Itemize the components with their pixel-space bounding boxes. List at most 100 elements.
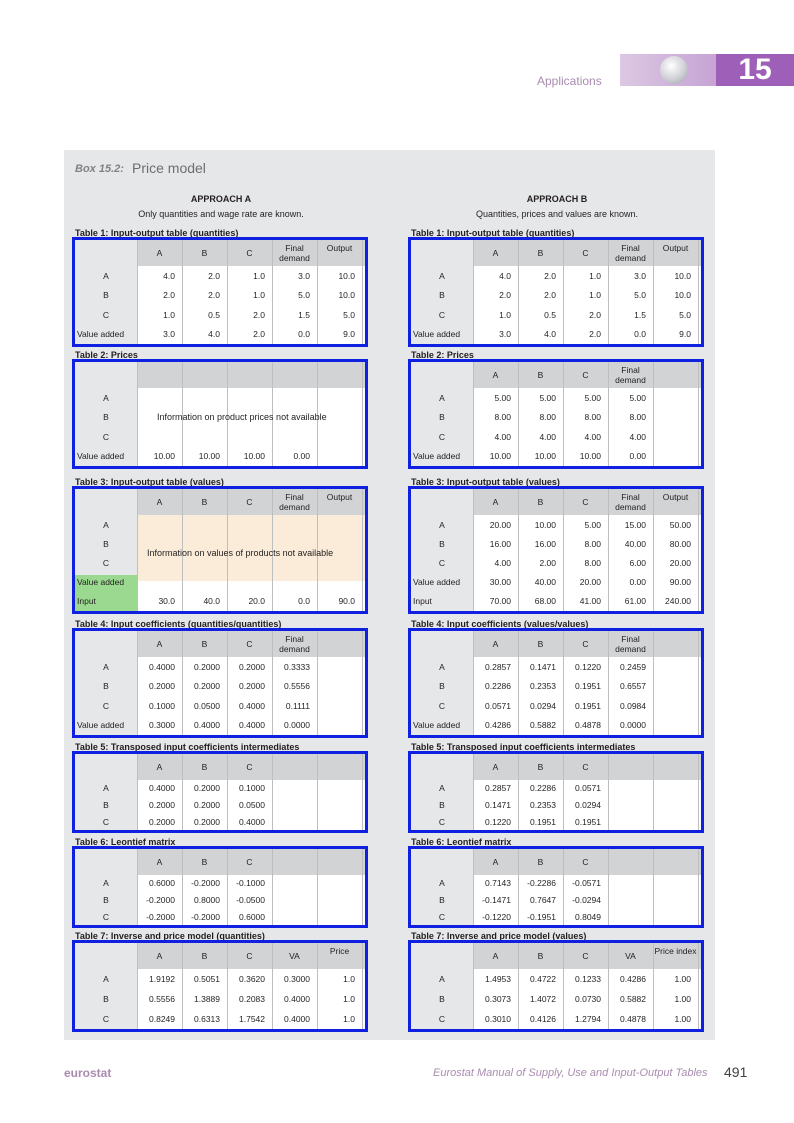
table-cell: 0.0294 [530,700,556,711]
row-label-column [75,362,137,466]
column-divider [698,631,699,735]
column-divider [473,754,474,830]
table-cell: 1.0 [343,994,355,1004]
column-divider [608,631,609,735]
row-label: C [438,558,446,568]
table-cell: 70.00 [489,596,511,607]
table-cell: 1.0 [499,309,511,320]
table-cell: 0.4000 [239,720,265,731]
table-cell: 4.0 [544,329,556,340]
table-cell: 0.5556 [284,681,310,692]
column-header: A [492,248,499,258]
column-divider [473,631,474,735]
table-cell: 0.4722 [530,974,556,984]
row-label-column [411,362,473,466]
row-label: A [103,974,109,984]
table-cell: 4.00 [584,431,601,442]
row-label: A [103,270,109,281]
table-cell: 20.00 [489,519,511,530]
column-divider [563,240,564,344]
table-cell: 0.2000 [149,800,175,810]
table-cell: 0.1220 [575,661,601,672]
manual-title: Eurostat Manual of Supply, Use and Input… [433,1067,708,1079]
column-divider [362,849,363,925]
table-cell: 0.5051 [194,974,220,984]
column-header: B [201,248,208,258]
row-label: A [439,783,445,794]
row-label-column [411,849,473,925]
table-cell: 0.3000 [149,720,175,731]
row-label: B [439,290,445,301]
table-cell: 16.00 [489,538,511,549]
table-cell: 2.0 [208,290,220,301]
row-label: A [439,661,445,672]
table-cell: -0.1471 [482,895,511,905]
table-cell: 30.00 [489,577,511,588]
table-cell: 0.4126 [530,1014,556,1024]
table-cell: 2.0 [208,270,220,281]
table-cell: 4.0 [163,270,175,281]
column-header: C [582,497,589,507]
row-label-column [75,240,137,344]
column-divider [653,943,654,1029]
table-cell: 0.0730 [575,994,601,1004]
column-header: C [582,370,589,380]
table-cell: 240.00 [665,596,691,607]
column-divider [608,362,609,466]
table-cell: -0.2000 [191,878,220,889]
table-cell: 0.3073 [485,994,511,1004]
row-label: Value added [77,329,125,340]
row-label: Value added [413,720,461,731]
column-divider [563,631,564,735]
column-header: B [201,497,208,507]
column-divider [227,849,228,925]
table-caption: Table 4: Input coefficients (quantities/… [75,619,282,629]
row-label: A [439,878,445,889]
table-cell: 0.1000 [149,700,175,711]
table-cell: 1.4953 [485,974,511,984]
column-divider [317,362,318,466]
table-cell: 0.4878 [575,720,601,731]
table-cell: 0.0984 [620,700,646,711]
table-cell: 0.4286 [620,974,646,984]
column-header: VA [625,951,636,961]
row-label-column [75,943,137,1029]
column-divider [362,240,363,344]
column-header: C [246,639,253,649]
column-header: A [156,857,163,867]
column-header: C [582,639,589,649]
box-label: Box 15.2: [75,163,124,175]
table-caption: Table 7: Inverse and price model (quanti… [75,931,265,941]
table-cell: 0.5 [544,309,556,320]
table-cell: 0.1220 [485,816,511,827]
table-cell: 0.1951 [575,700,601,711]
chapter-number: 15 [716,54,794,86]
table-cell: 2.0 [163,290,175,301]
column-divider [473,943,474,1029]
column-header: Output [662,243,689,253]
table-caption: Table 4: Input coefficients (values/valu… [411,619,589,629]
column-divider [182,754,183,830]
column-divider [563,754,564,830]
column-header: C [246,857,253,867]
table-cell: 2.0 [544,290,556,301]
table-cell: 3.0 [163,329,175,340]
table-cell: 0.3010 [485,1014,511,1024]
table-cell: 0.0500 [239,800,265,810]
row-label: Value added [413,451,461,462]
table-cell: 1.00 [674,974,691,984]
column-divider [698,362,699,466]
table-cell: 0.2857 [485,661,511,672]
table-cell: 10.00 [153,451,175,462]
table-caption: Table 2: Prices [75,350,138,360]
column-divider [272,943,273,1029]
row-label-column [411,631,473,735]
table-cell: 0.1951 [575,816,601,827]
table-cell: 0.7647 [530,895,556,905]
row-label: A [439,519,445,530]
table-cell: 0.0 [298,329,310,340]
column-header: C [246,497,253,507]
column-divider [272,631,273,735]
